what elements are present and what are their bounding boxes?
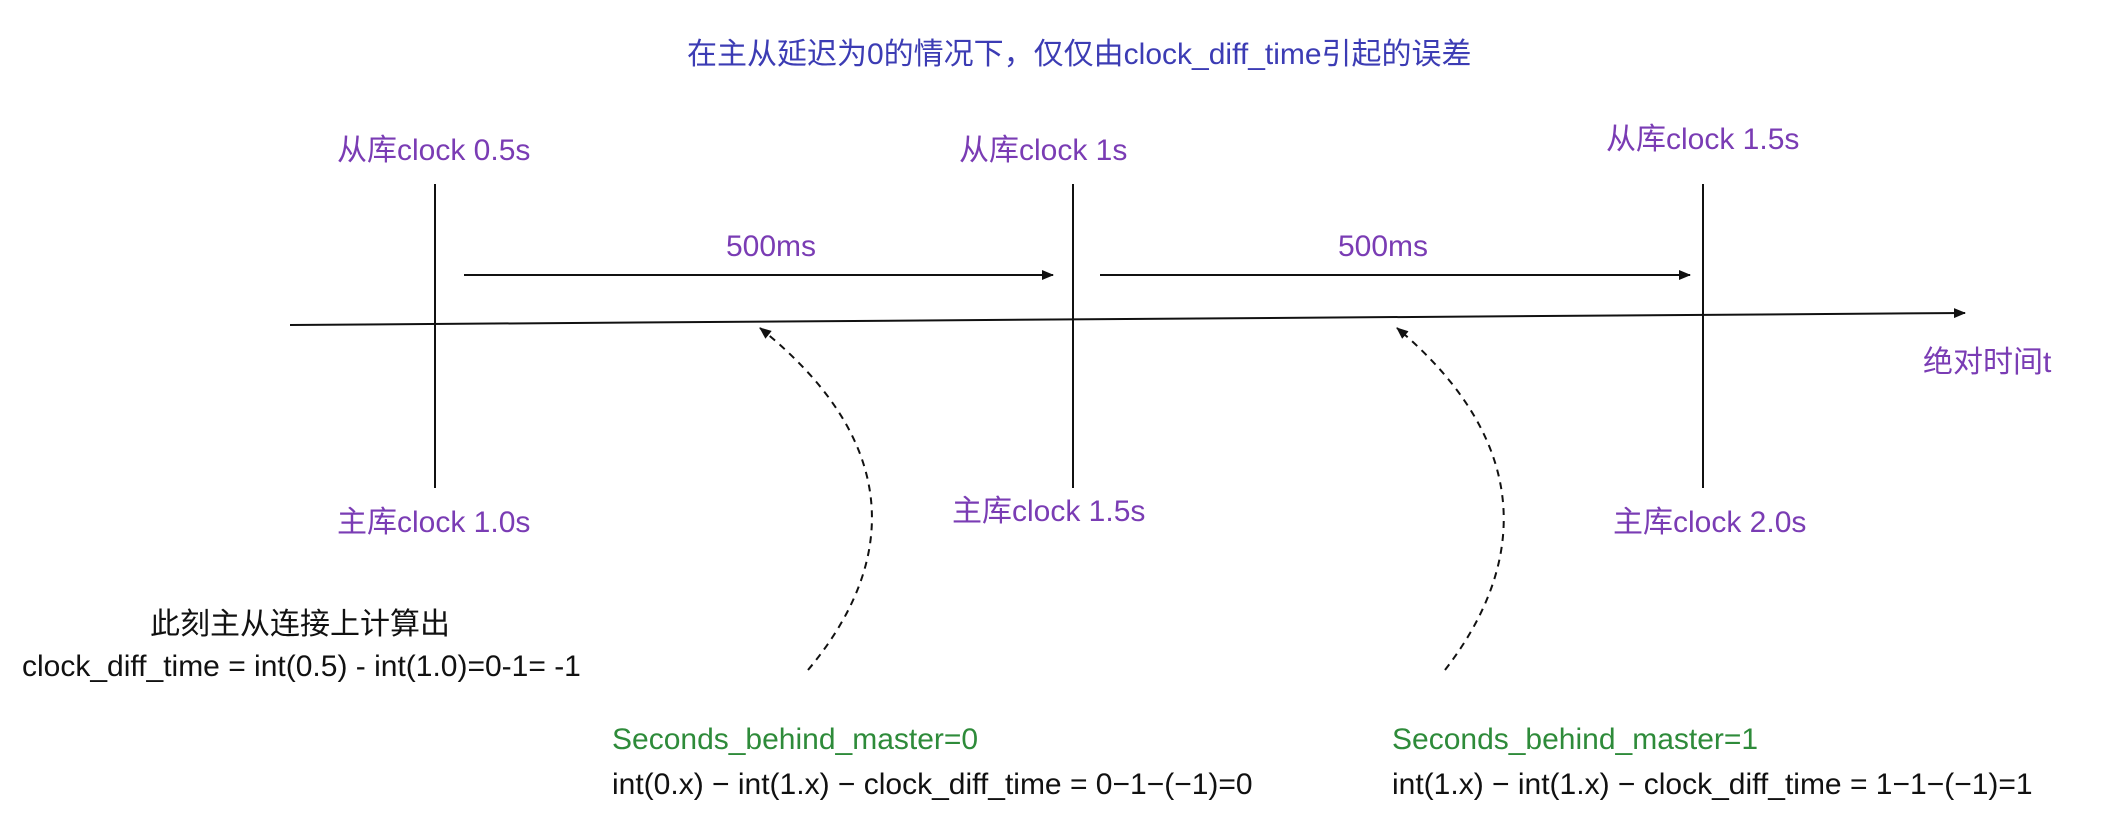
pointer-arrow-1 [759,327,873,671]
slave-clock-label-2: 从库clock 1s [959,134,1128,167]
result-formula-1: int(0.x) − int(1.x) − clock_diff_time = … [612,768,1253,801]
result-title-2: Seconds_behind_master=1 [1392,723,1759,756]
result-formula-2: int(1.x) − int(1.x) − clock_diff_time = … [1392,768,2033,801]
connection-note-line-1: 此刻主从连接上计算出 [150,608,450,641]
interval-label-1: 500ms [726,230,817,263]
master-clock-label-1: 主库clock 1.0s [337,506,531,539]
axis-label: 绝对时间t [1923,346,2052,379]
result-title-1: Seconds_behind_master=0 [612,723,979,756]
diagram-title: 在主从延迟为0的情况下，仅仅由clock_diff_time引起的误差 [687,38,1472,71]
master-clock-label-3: 主库clock 2.0s [1613,506,1807,539]
interval-label-2: 500ms [1338,230,1429,263]
time-axis [289,308,1966,326]
master-clock-label-2: 主库clock 1.5s [952,495,1146,528]
pointer-arrow-2 [1396,327,1505,671]
slave-clock-label-1: 从库clock 0.5s [337,134,531,167]
connection-note-line-2: clock_diff_time = int(0.5) - int(1.0)=0-… [22,650,581,683]
slave-clock-label-3: 从库clock 1.5s [1606,123,1800,156]
